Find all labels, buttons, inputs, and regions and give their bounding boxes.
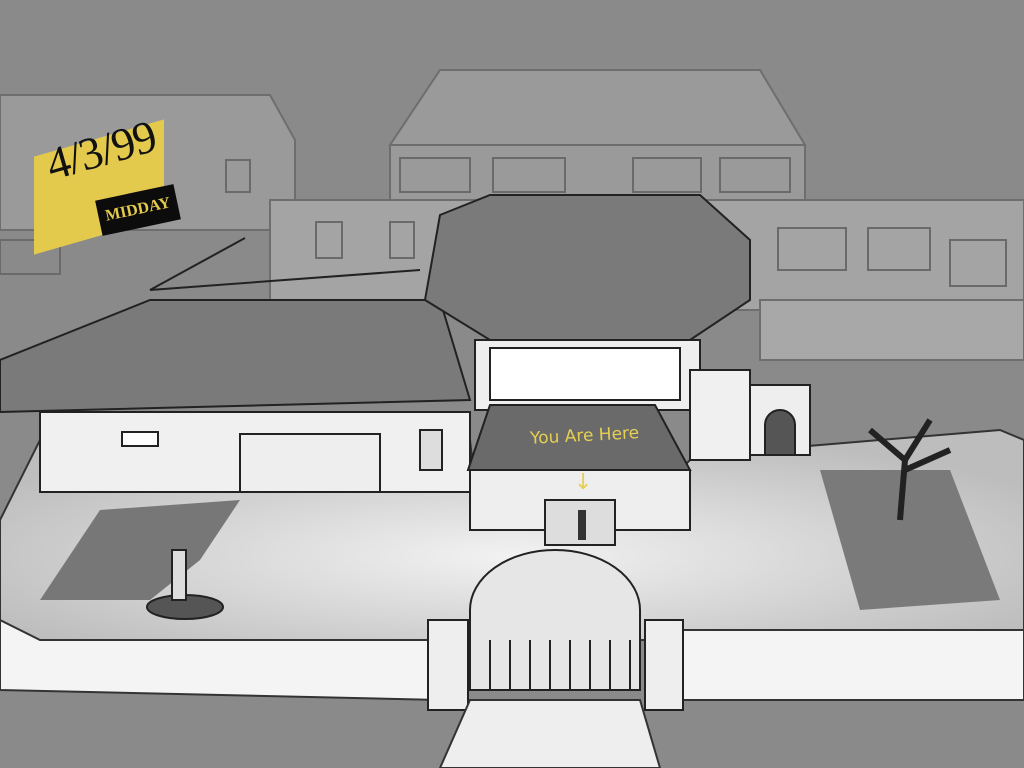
background-windows [0, 157, 1007, 287]
down-arrow-icon: ↓ [574, 470, 593, 495]
front-path [438, 699, 662, 768]
tower-roof [423, 194, 751, 341]
dead-tree [868, 418, 952, 521]
front-gate [469, 549, 641, 691]
dark-lawn-left [40, 500, 240, 600]
porch-awning [466, 404, 692, 471]
date-time-tag: 4/3/99 MIDDAY [34, 110, 184, 255]
dark-lawn-right [820, 470, 1000, 610]
garage-door [239, 433, 381, 493]
time-of-day-label: MIDDAY [103, 194, 172, 225]
porch-steps [544, 499, 616, 546]
main-roof [0, 299, 472, 414]
tower-windows [489, 347, 681, 401]
player-character [578, 510, 586, 540]
